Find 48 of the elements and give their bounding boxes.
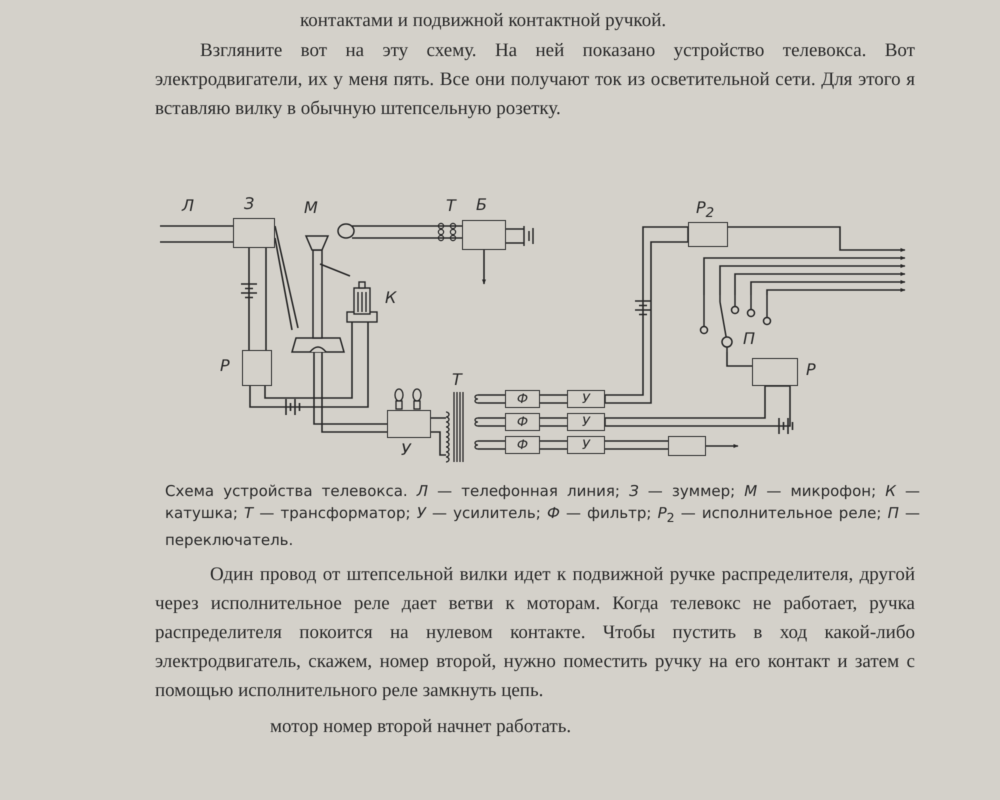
component-box: Ф: [505, 390, 540, 408]
component-letter: Л: [182, 196, 194, 216]
wire: [539, 394, 568, 404]
wire: [539, 440, 568, 450]
component-letter: У: [401, 440, 411, 460]
arrow: [706, 444, 738, 448]
wire: [159, 225, 234, 243]
arrow: [766, 288, 906, 295]
paragraph-text: мотор номер второй начнет работать.: [270, 715, 572, 739]
wire: [477, 417, 506, 427]
component-letter: Т: [446, 196, 456, 216]
component-letter: Р: [220, 356, 230, 376]
component-letter: К: [385, 288, 396, 308]
arrow: [728, 226, 906, 252]
component-box: Ф: [505, 413, 540, 431]
wire: [274, 225, 299, 331]
wire: [313, 351, 388, 433]
wire: [539, 417, 568, 427]
component-box: У: [567, 413, 605, 431]
wire: [430, 417, 447, 456]
wire: [604, 385, 791, 427]
component-letter: М: [304, 198, 318, 218]
wire: [249, 321, 369, 408]
wire: [726, 352, 752, 367]
wire: [604, 440, 669, 450]
arrow: [734, 272, 906, 295]
arrow: [482, 250, 486, 284]
component-letter: П: [743, 329, 756, 349]
wire: [248, 247, 267, 351]
component-letter: Т: [452, 370, 462, 390]
component-letter: Р: [806, 360, 816, 380]
arrow: [719, 264, 906, 295]
component-box: У: [567, 390, 605, 408]
arrow: [750, 280, 906, 295]
wire: [477, 440, 506, 450]
component-letter: Р$_{2}$: [696, 198, 714, 224]
component-box: Ф: [505, 436, 540, 454]
wire: [477, 394, 506, 404]
wire: [604, 226, 689, 404]
paragraph-text: Один провод от штепсельной вилки идет к подвижной ручке распределителя, другой через исполнительное реле дает ветви к моторам. Когда телевокс не работает, ручка распределителя покоится на нулевом контакте. Чтобы пустить в ход какой-либо электродвигатель, скажем, номер второй, нужно поместить ручку на его контакт и затем с помощью исполнительного реле замкнуть цепь.: [155, 563, 915, 703]
paragraph-text: контактами и подвижной контактной ручкой.: [300, 9, 668, 33]
component-letter: Б: [476, 195, 487, 215]
paragraph-text: Взгляните вот на эту схему. На ней показано устройство телевокса. Вот электродвигатели, их у меня пять. Все они получают ток из осветительной сети. Для этого я вставляю вилку в обычную штепсельную розетку.: [155, 39, 915, 121]
figure-caption: Схема устройства телевокса. Л — телефонная линия; З — зуммер; М — микрофон; К — катушка; Т — трансформатор; У — усилитель; Ф — фильтр; Р$_{2}$ — исполнительное реле; П — переключатель.: [165, 481, 920, 551]
component-box: У: [567, 436, 605, 454]
component-letter: З: [244, 194, 254, 214]
arrow: [703, 256, 906, 295]
wire: [351, 225, 463, 239]
